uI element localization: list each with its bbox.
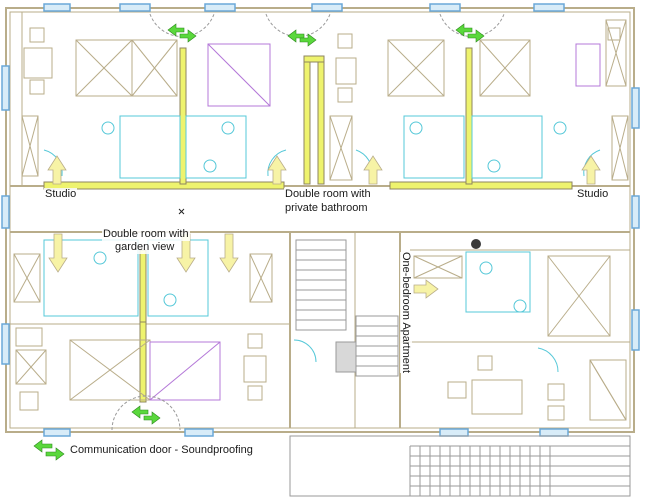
label-studio-right: Studio <box>576 188 610 201</box>
comm-door-3 <box>455 23 485 43</box>
soundproof-walls <box>43 47 573 403</box>
beds <box>149 43 601 401</box>
communication-doors <box>33 23 485 461</box>
arrow-garden-1 <box>48 233 68 273</box>
comm-door-4 <box>131 405 161 425</box>
arrow-garden-2 <box>176 233 196 273</box>
label-one-bedroom-apartment: One-bedroom Apartment <box>400 252 412 374</box>
center-marker <box>178 208 185 215</box>
label-studio-left: Studio <box>44 188 78 201</box>
label-double-private-line2: private bathroom <box>284 202 369 215</box>
arrow-studio-right <box>581 155 601 185</box>
furniture <box>13 19 629 421</box>
comm-door-1 <box>167 23 197 43</box>
windows <box>1 3 640 437</box>
arrow-garden-3 <box>219 233 239 273</box>
arrow-apartment <box>413 279 439 299</box>
direction-arrows <box>47 155 601 299</box>
legend-communication-door: Communication door - Soundproofing <box>70 444 253 456</box>
staircase <box>289 239 631 497</box>
label-double-garden-line1: Double room with <box>102 228 190 241</box>
arrow-double-private-2 <box>363 155 383 185</box>
arrow-studio-left <box>47 155 67 185</box>
label-double-garden-line2: garden view <box>114 241 176 254</box>
wc-symbol <box>471 239 481 249</box>
bathrooms <box>43 115 601 373</box>
comm-door-2 <box>287 29 317 47</box>
arrow-double-private-1 <box>267 155 287 185</box>
legend-door-icon <box>33 439 65 461</box>
label-double-private-line1: Double room with <box>284 188 372 201</box>
